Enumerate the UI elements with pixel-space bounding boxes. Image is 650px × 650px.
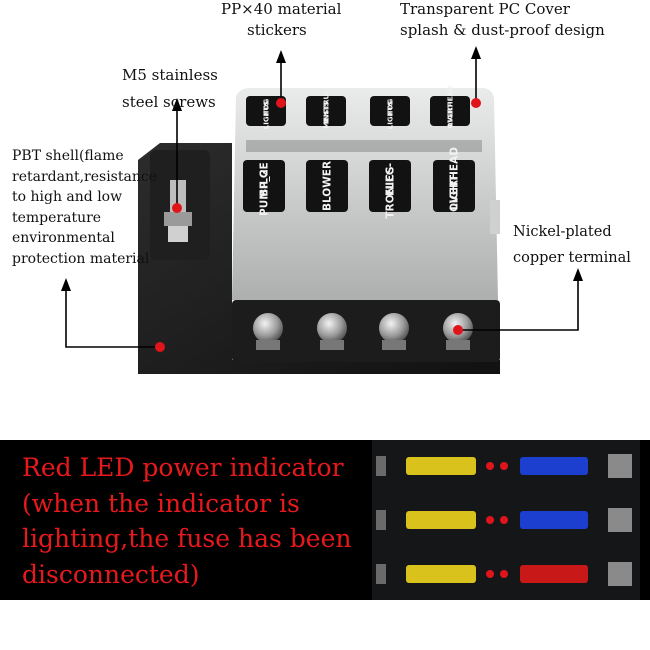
sticker-bottom-1-text-1: BILGE (259, 162, 271, 196)
fuse-row-1 (376, 454, 632, 478)
arrow-terminal (458, 278, 579, 331)
led-1 (486, 462, 494, 470)
arrowhead-pbt (61, 278, 71, 291)
sticker-top-2-text-2: MENTS (322, 101, 330, 128)
led-indicator-caption: Red LED power indicator (when the indica… (22, 450, 351, 592)
callout-pbt-shell-line-4: temperature (12, 209, 102, 226)
fuse-right (520, 511, 588, 529)
sticker-bottom-2-text-1: BLOWER (322, 161, 334, 211)
fuse-row-3 (376, 562, 632, 586)
arrow-pbt-shell (65, 288, 160, 348)
callout-pc-cover-line-1: Transparent PC Cover (400, 0, 570, 18)
base-plate (138, 143, 500, 374)
led-1 (486, 516, 494, 524)
arrowhead-pc (471, 46, 481, 59)
callout-pbt-shell-line-3: to high and low (12, 189, 123, 205)
sticker-bottom-3-text-1: ELEC- (385, 163, 397, 196)
sticker-bottom-3-text-2: TRONICS (385, 166, 397, 218)
sticker-bottom-4-text-1: OVERHEAD (449, 147, 461, 212)
callout-pc-cover-line-2: splash & dust-proof design (400, 21, 605, 39)
callout-screws-line-2: steel screws (122, 93, 216, 111)
terminal-left (376, 510, 386, 530)
callout-pbt-shell-line-5: environmental (12, 230, 115, 246)
led-2 (500, 462, 508, 470)
sticker-top-2-text-1: INSTRU- (322, 91, 330, 123)
terminal-screws (253, 313, 473, 350)
callout-pbt-shell: PBT shell(flame retardant,resistance to … (12, 146, 157, 269)
led-caption-line-1: Red LED power indicator (22, 453, 344, 482)
callout-pp-material: PP×40 material stickers (221, 0, 341, 41)
led-caption-line-3: lighting,the fuse has been (22, 524, 352, 553)
fuse-left (406, 457, 476, 475)
callout-terminal-line-1: Nickel-plated (513, 224, 612, 240)
callout-pp-material-line-1: PP×40 material (221, 0, 342, 18)
led-caption-line-2: (when the indicator is (22, 488, 300, 518)
led-caption-line-4: disconnected) (22, 559, 200, 589)
sticker-top-4-text-1: OVERHEAD (446, 85, 454, 128)
terminal-right (608, 562, 632, 586)
marker-terminal (453, 325, 463, 335)
callout-pbt-shell-line-6: protection material (12, 250, 150, 267)
terminal-left (376, 564, 386, 584)
callout-screws-line-1: M5 stainless (122, 66, 218, 84)
fuse-right (520, 457, 588, 475)
sticker-top-1-text-1: FOG (262, 99, 270, 116)
sticker-bottom-2: BLOWER (306, 160, 348, 212)
led-2 (500, 570, 508, 578)
terminal-block (232, 300, 500, 362)
marker-pp-material (276, 98, 286, 108)
arrowhead-terminal (573, 268, 583, 281)
led-1 (486, 570, 494, 578)
callout-pbt-shell-line-1: PBT shell(flame (12, 148, 124, 164)
callout-pc-cover: Transparent PC Cover splash & dust-proof… (400, 0, 605, 41)
cover-side-ridge (490, 200, 500, 234)
callout-terminal: Nickel-plated copper terminal (513, 219, 631, 271)
arrowhead-screws (172, 98, 182, 111)
marker-screws (172, 203, 182, 213)
fuse-row-2 (376, 508, 632, 532)
fuse-left (406, 511, 476, 529)
fuse-left (406, 565, 476, 583)
led-fuse-photo (372, 440, 640, 600)
terminal-right (608, 454, 632, 478)
sticker-top-1-text-2: LIGHTS (262, 101, 270, 130)
callout-pbt-shell-line-2: retardant,resistance (12, 168, 157, 185)
terminal-left (376, 456, 386, 476)
sticker-top-4-text-2: LIGHT (446, 103, 454, 127)
fuse-right (520, 565, 588, 583)
sticker-bottom-4-text-2: LIGHT (449, 174, 461, 210)
marker-pc-cover (471, 98, 481, 108)
sticker-bottom-1-text-2: PUMP_2 (259, 169, 271, 216)
sticker-top-2: INSTRU-MENTS (306, 91, 346, 129)
callout-screws: M5 stainless steel screws (122, 62, 218, 116)
led-2 (500, 516, 508, 524)
arrowhead-pp (276, 50, 286, 63)
sticker-top-3-text-1: FOG (386, 99, 394, 116)
sticker-bottom-3: ELEC-TRONICS (369, 160, 411, 219)
cover-divider (246, 140, 482, 152)
terminal-right (608, 508, 632, 532)
callout-pp-material-line-2: stickers (247, 21, 307, 39)
marker-pbt-shell (155, 342, 165, 352)
callout-terminal-line-2: copper terminal (513, 250, 631, 266)
sticker-top-3-text-2: LIGHTS (386, 101, 394, 130)
